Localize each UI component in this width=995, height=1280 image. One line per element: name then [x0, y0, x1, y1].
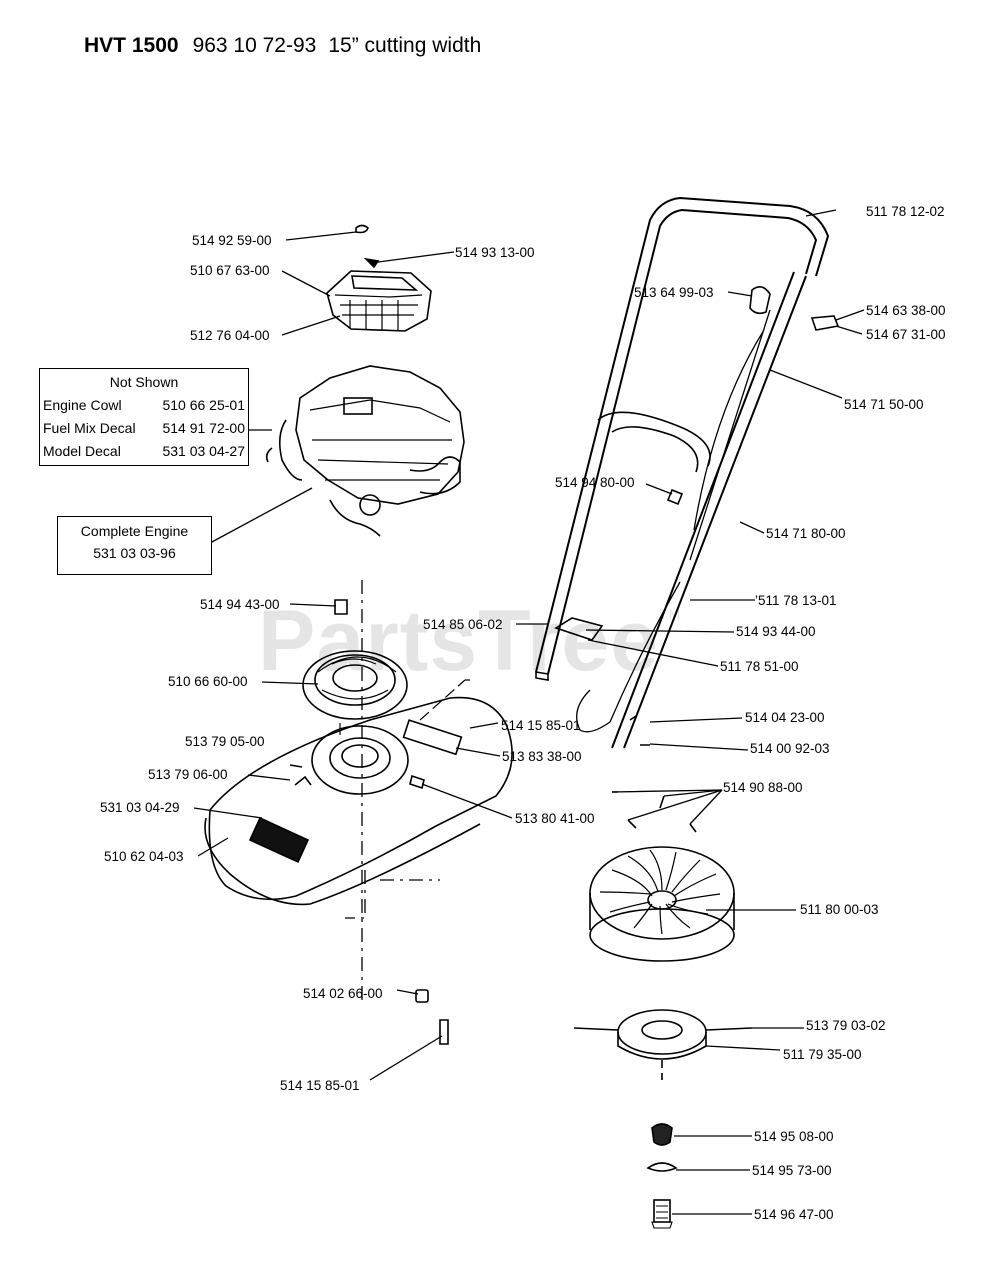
engine-top-parts [326, 224, 432, 332]
label-514-67-31-00: 514 67 31-00 [866, 327, 946, 342]
label-514-95-08-00: 514 95 08-00 [754, 1129, 834, 1144]
label-513-79-03-02: 513 79 03-02 [806, 1018, 886, 1033]
model-description: 15” cutting width [328, 34, 482, 57]
not-shown-row: Fuel Mix Decal 514 91 72-00 [43, 420, 245, 436]
label-514-63-38-00: 514 63 38-00 [866, 303, 946, 318]
label-514-04-23-00: 514 04 23-00 [745, 710, 825, 725]
deck-bolts [415, 989, 449, 1045]
not-shown-title: Not Shown [109, 374, 179, 390]
label-514-00-92-03: 514 00 92-03 [750, 741, 830, 756]
not-shown-item-part: 531 03 04-27 [162, 443, 245, 459]
label-513-64-99-03: 513 64 99-03 [634, 285, 714, 300]
not-shown-row: Model Decal 531 03 04-27 [43, 443, 245, 459]
complete-engine-title: Complete Engine [80, 523, 189, 539]
label-511-79-35-00: 511 79 35-00 [783, 1047, 862, 1062]
not-shown-box: Not Shown Engine Cowl 510 66 25-01 Fuel … [39, 368, 249, 466]
recoil-starter [302, 599, 408, 720]
blade-fasteners [612, 791, 697, 1229]
impeller-fan [589, 846, 735, 962]
label-510-62-04-03: 510 62 04-03 [104, 849, 184, 864]
label-514-02-66-00: 514 02 66-00 [303, 986, 383, 1001]
label-514-93-44-00: 514 93 44-00 [736, 624, 816, 639]
mower-deck-housing [204, 679, 513, 919]
label-514-71-80-00: 514 71 80-00 [766, 526, 846, 541]
handle-assembly [535, 196, 840, 749]
complete-engine-part: 531 03 03-96 [93, 545, 176, 561]
not-shown-row: Engine Cowl 510 66 25-01 [43, 397, 245, 413]
label-510-67-63-00: 510 67 63-00 [190, 263, 270, 278]
label-512-76-04-00: 512 76 04-00 [190, 328, 270, 343]
label-511-78-51-00: 511 78 51-00 [720, 659, 799, 674]
label-514-96-47-00: 514 96 47-00 [754, 1207, 834, 1222]
part-labels: 514 92 59-00 514 93 13-00 510 67 63-00 5… [100, 204, 946, 1222]
label-513-83-38-00: 513 83 38-00 [502, 749, 582, 764]
complete-engine-box: Complete Engine 531 03 03-96 [57, 516, 212, 575]
model-name: HVT 1500 [84, 34, 179, 57]
blade-hub [573, 1009, 753, 1060]
label-514-71-50-00: 514 71 50-00 [844, 397, 924, 412]
label-513-79-05-00: 513 79 05-00 [185, 734, 265, 749]
label-514-92-59-00: 514 92 59-00 [192, 233, 272, 248]
diagram-title: HVT 1500 963 10 72-93 15” cutting width [84, 34, 493, 58]
not-shown-item-name: Model Decal [43, 443, 121, 459]
label-513-79-06-00: 513 79 06-00 [148, 767, 228, 782]
not-shown-item-name: Fuel Mix Decal [43, 420, 136, 436]
label-514-93-13-00: 514 93 13-00 [455, 245, 535, 260]
label-514-95-73-00: 514 95 73-00 [752, 1163, 832, 1178]
label-514-85-06-02: 514 85 06-02 [423, 617, 503, 632]
label-514-94-80-00: 514 94 80-00 [555, 475, 635, 490]
not-shown-item-part: 514 91 72-00 [162, 420, 245, 436]
label-511-78-13-01: ’511 78 13-01 [755, 593, 837, 608]
leader-lines [193, 209, 865, 1215]
not-shown-item-part: 510 66 25-01 [162, 397, 245, 413]
label-514-15-85-01-lower: 514 15 85-01 [280, 1078, 360, 1093]
label-514-15-85-01-upper: 514 15 85-01 [501, 718, 581, 733]
label-514-90-88-00: 514 90 88-00 [723, 780, 803, 795]
label-514-94-43-00: 514 94 43-00 [200, 597, 280, 612]
label-511-80-00-03: 511 80 00-03 [800, 902, 879, 917]
engine-body [265, 365, 465, 537]
label-513-80-41-00: 513 80 41-00 [515, 811, 595, 826]
label-510-66-60-00: 510 66 60-00 [168, 674, 248, 689]
label-531-03-04-29: 531 03 04-29 [100, 800, 180, 815]
label-511-78-12-02: 511 78 12-02 [866, 204, 945, 219]
model-number: 963 10 72-93 [192, 34, 317, 57]
not-shown-item-name: Engine Cowl [43, 397, 122, 413]
